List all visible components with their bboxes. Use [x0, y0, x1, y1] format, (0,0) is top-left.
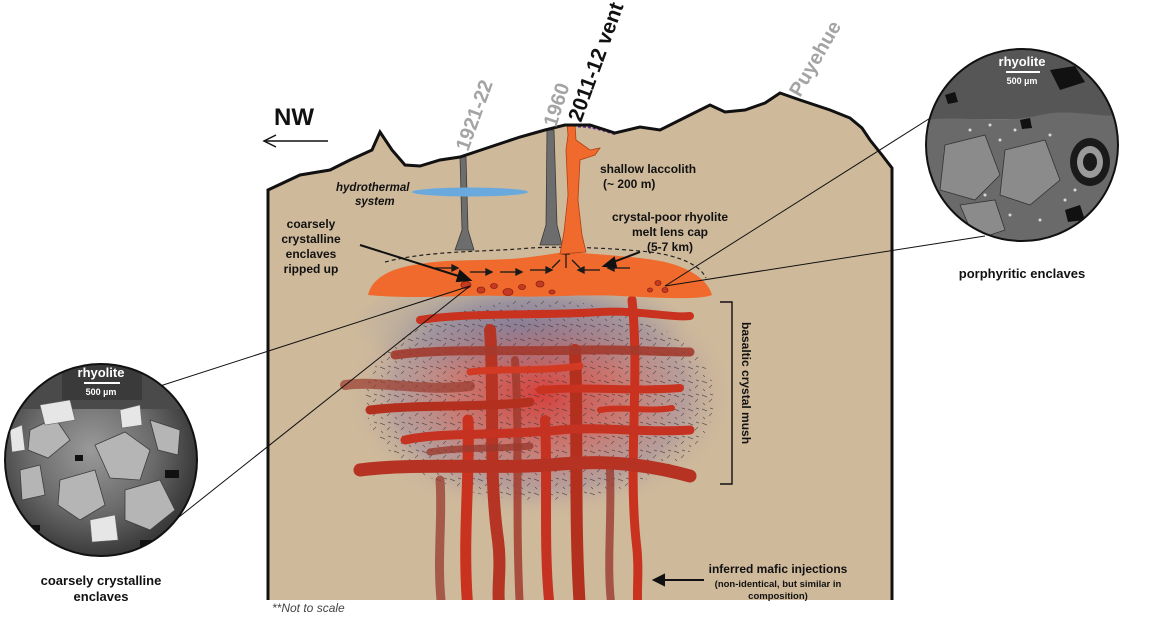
enclaves-ripped-line1: coarsely [287, 217, 336, 231]
left-circle-rhyolite: rhyolite [78, 365, 125, 380]
right-circle-scale: 500 µm [1007, 76, 1038, 86]
laccolith-label-line2: (~ 200 m) [603, 177, 655, 191]
left-micrograph: rhyolite 500 µm [5, 364, 197, 556]
lens-cap-line1: crystal-poor rhyolite [612, 210, 728, 224]
left-caption-line1: coarsely crystalline [41, 573, 162, 588]
injections-line2: (non-identical, but similar in [715, 579, 842, 590]
left-caption-line2: enclaves [74, 589, 129, 604]
enclaves-ripped-label: coarsely crystalline enclaves ripped up [281, 217, 341, 276]
hydrothermal-label-line2: system [355, 196, 395, 208]
right-caption: porphyritic enclaves [959, 266, 1085, 281]
enclaves-ripped-line4: ripped up [284, 262, 339, 276]
lens-cap-line2: melt lens cap [632, 225, 708, 239]
vent-2011-12-label: 2011-12 vent [564, 0, 628, 125]
not-to-scale-note: **Not to scale [272, 601, 345, 615]
enclaves-ripped-line3: enclaves [286, 247, 337, 261]
hydrothermal-lens [412, 188, 528, 197]
left-circle-scale: 500 µm [86, 387, 117, 397]
lens-cap-line3: (5-7 km) [647, 240, 693, 254]
right-micrograph: rhyolite 500 µm [926, 49, 1118, 245]
nw-arrow [264, 135, 328, 147]
mush-label: basaltic crystal mush [739, 322, 753, 444]
enclaves-ripped-line2: crystalline [281, 232, 341, 246]
hydrothermal-label-line1: hydrothermal [336, 182, 410, 194]
right-circle-rhyolite: rhyolite [999, 54, 1046, 69]
laccolith-label-line1: shallow laccolith [600, 162, 696, 176]
puyehue-label: Puyehue [785, 17, 846, 100]
injections-line1: inferred mafic injections [709, 562, 848, 576]
vent-1921-22-label: 1921-22 [452, 77, 498, 154]
injections-line3: composition) [748, 591, 808, 602]
nw-label: NW [274, 104, 314, 131]
